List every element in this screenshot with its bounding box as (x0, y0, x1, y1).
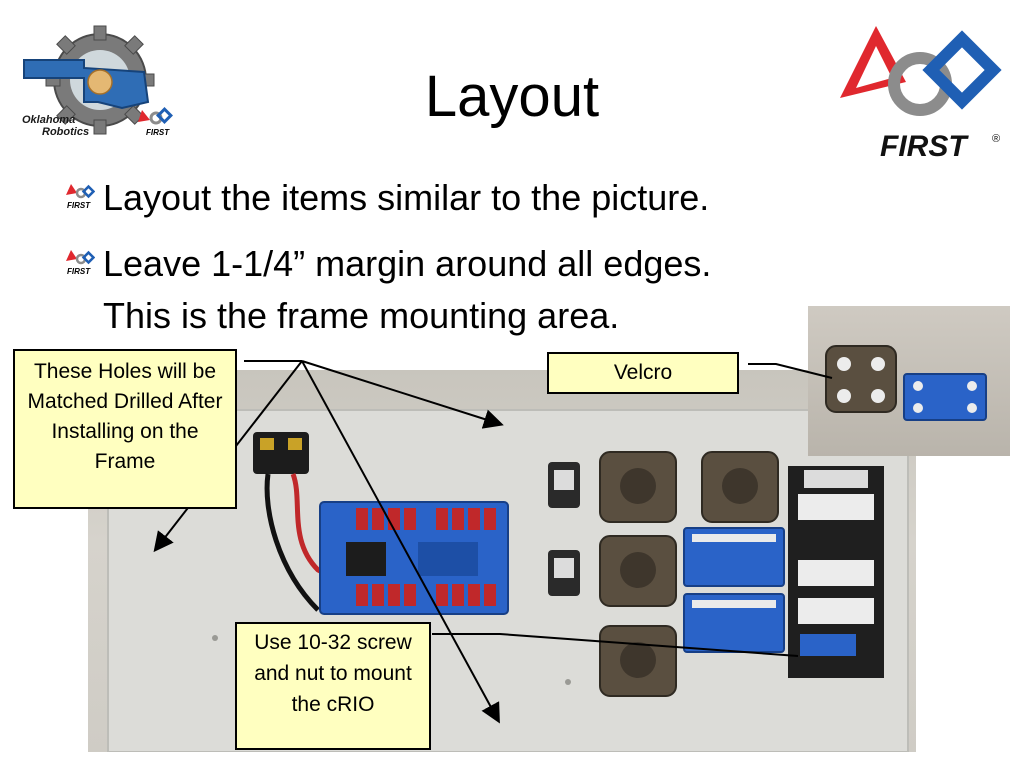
power-distribution-board (319, 501, 509, 615)
circuit-breaker (253, 432, 309, 474)
spike-relay (548, 550, 580, 596)
screw-callout: Use 10-32 screw and nut to mount the cRI… (235, 622, 431, 750)
velcro-mount-plate (903, 373, 987, 421)
crio-controller (788, 466, 884, 678)
bullet-text: Layout the items similar to the picture. (103, 177, 710, 218)
screw-leader-line (432, 633, 799, 657)
holes-arrow (301, 360, 500, 724)
oklahoma-robotics-logo: Oklahoma Robotics FIRST (18, 22, 176, 142)
logo-badge-text: FIRST (146, 128, 170, 137)
power-wire-red (290, 473, 340, 583)
first-bullet-icon: FIRST (66, 250, 95, 276)
velcro-speed-controller (825, 345, 897, 413)
bullet-text-continued: This is the frame mounting area. (103, 295, 620, 336)
holes-arrow (301, 360, 504, 429)
svg-text:FIRST: FIRST (67, 201, 91, 210)
layout-photo (88, 370, 916, 752)
bullet-text: Leave 1-1/4” margin around all edges. (103, 243, 712, 284)
digital-sidecar (683, 527, 785, 587)
velcro-leader-line (748, 363, 833, 379)
holes-callout: These Holes will be Matched Drilled Afte… (13, 349, 237, 509)
mounting-hole (212, 635, 218, 641)
slide-title: Layout (424, 64, 600, 129)
logo-text-line2: Robotics (42, 126, 89, 138)
mounting-hole (565, 679, 571, 685)
logo-text-line1: Oklahoma (22, 114, 75, 126)
velcro-callout: Velcro (547, 352, 739, 394)
first-diamond-icon (922, 30, 1002, 110)
first-wordmark: FIRST (880, 130, 969, 163)
first-bullet-icon: FIRST (66, 184, 95, 210)
first-logo: FIRST ® (836, 22, 1004, 164)
spike-relay (548, 462, 580, 508)
power-wire-black (264, 473, 320, 612)
oklahoma-state-icon (23, 59, 150, 110)
first-mini-icon (138, 107, 173, 125)
registered-mark: ® (992, 133, 1000, 145)
velcro-photo (808, 306, 1010, 456)
svg-text:FIRST: FIRST (67, 267, 91, 276)
